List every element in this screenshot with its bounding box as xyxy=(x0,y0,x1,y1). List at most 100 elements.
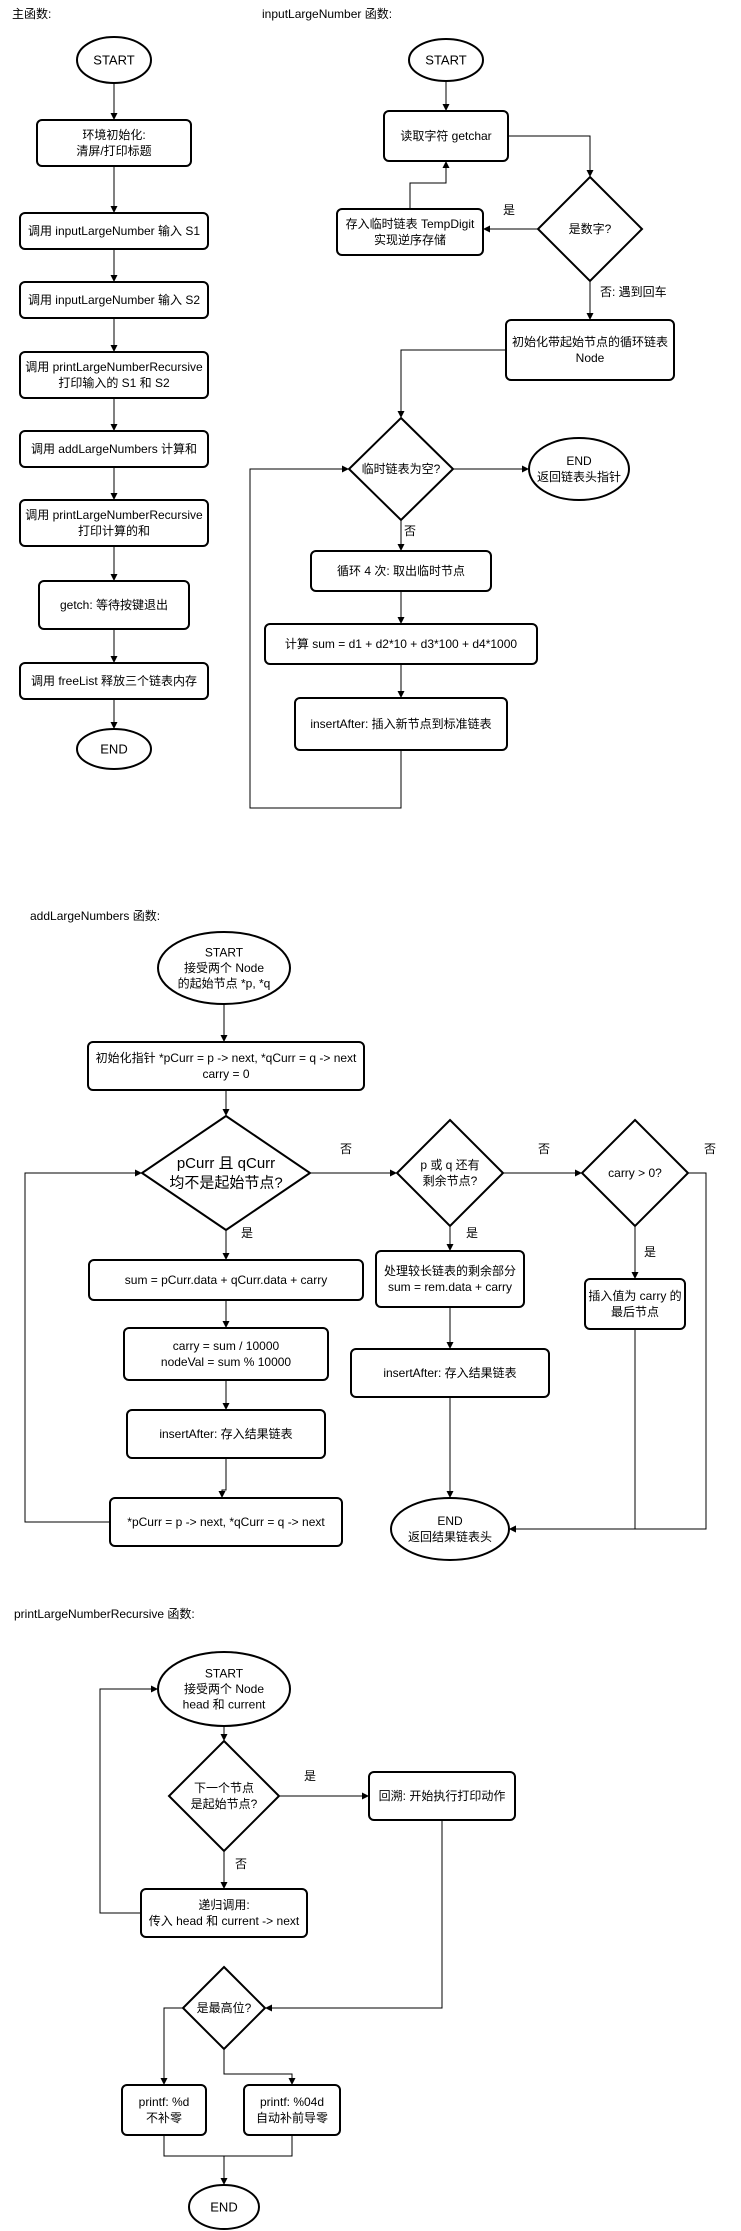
node-text: 剩余节点? xyxy=(423,1173,478,1188)
edge-label-yes_both: 是 xyxy=(241,1226,253,1240)
node-text: 插入值为 carry 的 xyxy=(588,1288,681,1303)
arrowhead xyxy=(222,1403,230,1410)
node-text: printf: %04d xyxy=(260,2095,324,2109)
arrowhead xyxy=(222,1109,230,1116)
decision-shape xyxy=(181,1965,267,2051)
arrowhead xyxy=(446,1244,454,1251)
node-a_remproc xyxy=(375,1250,525,1308)
node-m_start xyxy=(76,36,152,84)
node-text: 自动补前导零 xyxy=(256,2110,328,2125)
node-text: 清屏/打印标题 xyxy=(76,144,151,158)
terminator-shape xyxy=(528,437,630,501)
edge-label-yes_carry: 是 xyxy=(644,1245,656,1259)
process-shape xyxy=(19,281,209,319)
node-text: 递归调用: xyxy=(198,1898,249,1912)
edge-label-no_both: 否 xyxy=(340,1142,352,1156)
arrowhead xyxy=(442,104,450,111)
process-shape xyxy=(310,550,492,592)
process-shape xyxy=(19,499,209,547)
arrowhead xyxy=(446,1491,454,1498)
node-text: END xyxy=(210,2200,237,2215)
arrowhead xyxy=(397,617,405,624)
node-text: 初始化带起始节点的循环链表 xyxy=(512,334,668,349)
process-shape xyxy=(38,580,190,630)
node-text: 计算 sum = d1 + d2*10 + d3*100 + d4*1000 xyxy=(285,636,517,651)
arrowhead xyxy=(446,1342,454,1349)
terminator-shape xyxy=(76,728,152,770)
decision-shape xyxy=(580,1118,690,1228)
edge-label-yes_next: 是 xyxy=(304,1769,316,1783)
node-text: carry = 0 xyxy=(202,1067,249,1081)
edge-i11 xyxy=(249,468,402,809)
node-text: pCurr 且 qCurr xyxy=(177,1155,275,1172)
process-shape xyxy=(505,319,675,381)
node-m_s2 xyxy=(19,281,209,319)
node-text: 最后节点 xyxy=(611,1305,659,1319)
node-a_init xyxy=(87,1041,365,1091)
node-a_ins2 xyxy=(350,1348,550,1398)
node-m_p1 xyxy=(19,351,209,399)
node-text: END xyxy=(566,454,592,468)
process-shape xyxy=(368,1771,516,1821)
process-shape xyxy=(336,208,484,256)
edge-label-no_rem: 否 xyxy=(538,1142,550,1156)
node-i_read xyxy=(383,110,509,162)
node-text: *pCurr = p -> next, *qCurr = q -> next xyxy=(127,1515,325,1529)
node-i_loop4 xyxy=(310,550,492,592)
node-p_d xyxy=(121,2084,207,2136)
process-shape xyxy=(88,1259,364,1301)
terminator-shape xyxy=(157,931,291,1005)
node-a_end xyxy=(390,1497,510,1561)
node-text: insertAfter: 存入结果链表 xyxy=(159,1426,292,1441)
node-m_getch xyxy=(38,580,190,630)
node-i_isdigit xyxy=(536,175,644,283)
arrowhead xyxy=(397,544,405,551)
arrowhead xyxy=(110,424,118,431)
node-a_cpos xyxy=(580,1118,690,1228)
process-shape xyxy=(19,430,209,468)
arrowhead xyxy=(362,1792,369,1800)
edge-p4 xyxy=(99,1688,158,1914)
decision-shape xyxy=(347,416,455,522)
arrowhead xyxy=(509,1525,516,1533)
node-i_end xyxy=(528,437,630,501)
arrowhead xyxy=(586,170,594,177)
node-text: 是最高位? xyxy=(197,2000,252,2015)
edge-a15 xyxy=(509,1172,707,1530)
arrowhead xyxy=(288,2078,296,2085)
node-m_s1 xyxy=(19,212,209,250)
arrowhead xyxy=(631,1272,639,1279)
section-title-input: inputLargeNumber 函数: xyxy=(262,6,392,21)
node-text: printf: %d xyxy=(139,2095,190,2109)
edge-p7 xyxy=(223,2049,293,2085)
node-i_sum xyxy=(264,623,538,665)
arrowhead xyxy=(442,161,450,168)
node-text: 调用 printLargeNumberRecursive xyxy=(25,360,203,374)
node-text: 是数字? xyxy=(569,221,612,236)
edge-label-yes_rem: 是 xyxy=(466,1226,478,1240)
node-text: 不补零 xyxy=(146,2111,182,2125)
arrowhead xyxy=(110,656,118,663)
node-m_add xyxy=(19,430,209,468)
node-text: 返回结果链表头 xyxy=(408,1529,492,1544)
process-shape xyxy=(19,351,209,399)
process-shape xyxy=(19,212,209,250)
arrowhead xyxy=(220,1734,228,1741)
node-text: START xyxy=(205,945,244,959)
process-shape xyxy=(19,662,209,700)
arrowhead xyxy=(586,313,594,320)
node-text: nodeVal = sum % 10000 xyxy=(161,1355,292,1369)
arrowhead xyxy=(110,113,118,120)
arrowhead xyxy=(110,574,118,581)
node-text: 调用 inputLargeNumber 输入 S2 xyxy=(28,292,200,307)
node-i_empty xyxy=(347,416,455,522)
node-m_end xyxy=(76,728,152,770)
arrowhead xyxy=(110,493,118,500)
node-text: 打印输入的 S1 和 S2 xyxy=(58,375,170,390)
process-shape xyxy=(383,110,509,162)
decision-shape xyxy=(167,1739,281,1853)
node-i_start xyxy=(408,38,484,82)
node-text: carry = sum / 10000 xyxy=(173,1339,280,1353)
node-text: START xyxy=(93,53,134,68)
